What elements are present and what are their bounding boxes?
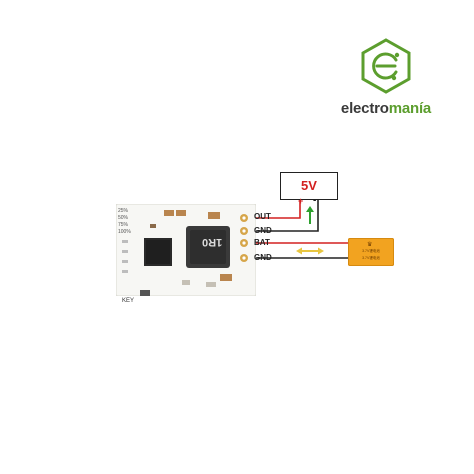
pin-label-out: OUT xyxy=(254,212,271,221)
inductor-marking: 1R0 xyxy=(202,236,223,248)
pin-label-gnd-top: GND xyxy=(254,226,272,235)
brand-name-suffix: manía xyxy=(388,100,432,117)
led-indicator-icons xyxy=(122,240,128,273)
led-label-100: 100% xyxy=(118,229,131,235)
power-supply-plus: + xyxy=(298,196,304,206)
power-supply-box: 5V xyxy=(280,172,338,200)
led-label-75: 75% xyxy=(118,222,129,228)
battery-label-line2: 3.7V锂电池 xyxy=(362,256,380,260)
brand-name-prefix: electro xyxy=(340,100,389,117)
yellow-double-arrow-icon xyxy=(296,247,324,255)
battery-crown-icon: ♛ xyxy=(367,242,373,248)
lithium-battery: ♛ 3.7V锂电池 3.7V锂电池 xyxy=(348,238,394,266)
battery-label-line1: 3.7V锂电池 xyxy=(362,249,380,253)
green-up-arrow-icon xyxy=(306,206,314,224)
electromania-logo-icon xyxy=(361,38,411,94)
led-label-50: 50% xyxy=(118,215,129,221)
pin-label-gnd-bottom: GND xyxy=(254,253,272,262)
key-button xyxy=(140,290,150,296)
key-label: KEY xyxy=(122,298,135,304)
pin-label-bat: BAT xyxy=(254,238,270,247)
brand-name: electromanía xyxy=(326,100,446,117)
pin-pads xyxy=(240,214,248,262)
led-percent-labels: 25% 50% 75% 100% xyxy=(118,208,138,236)
led-label-25: 25% xyxy=(118,208,129,214)
power-supply-minus: - xyxy=(313,195,317,206)
charger-module-pcb xyxy=(116,204,256,296)
power-supply-voltage: 5V xyxy=(301,178,317,193)
out-positive-wire xyxy=(244,200,301,219)
gnd-negative-wire xyxy=(244,200,319,232)
